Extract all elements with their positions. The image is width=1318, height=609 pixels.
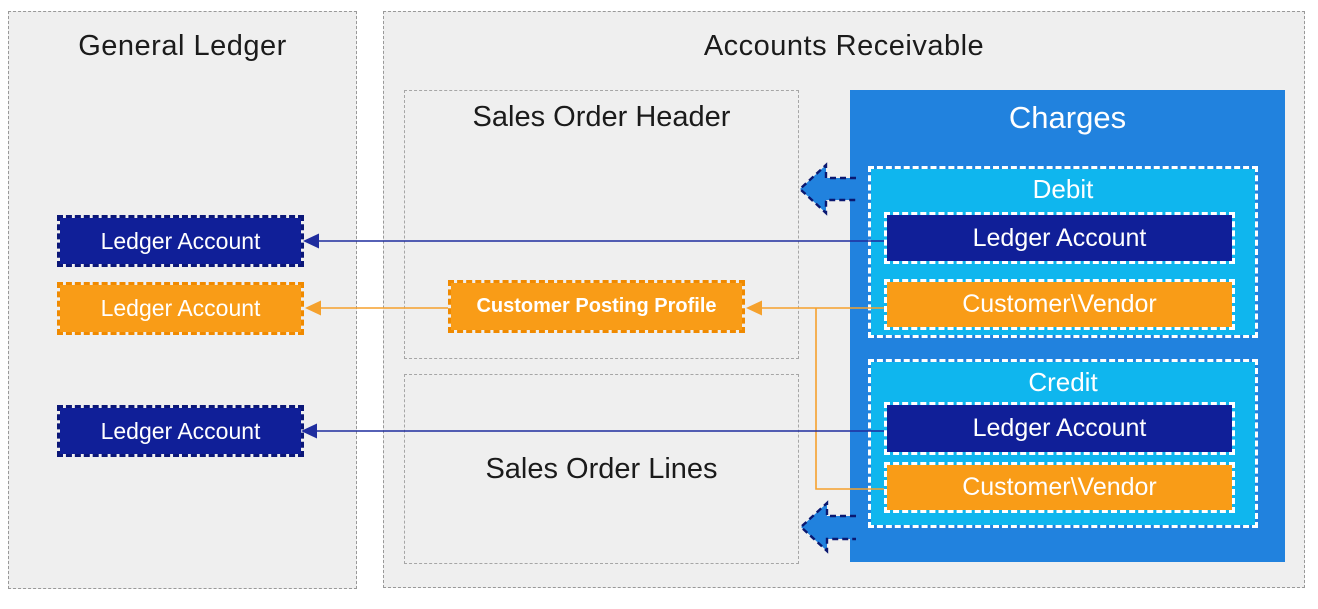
sales-order-header-title: Sales Order Header [472,101,731,133]
charges-title: Charges [1008,100,1127,135]
credit-title: Credit [1028,367,1098,397]
sales-order-lines-zone: Sales Order Lines [404,374,799,564]
credit-customer-vendor: Customer\Vendor [884,462,1235,513]
debit-customer-vendor: Customer\Vendor [884,279,1235,330]
gl-ledger-account-customer: Ledger Account [57,282,304,335]
accounts-receivable-title: Accounts Receivable [703,30,985,62]
customer-posting-profile-box: Customer Posting Profile [448,280,745,333]
debit-ledger-account: Ledger Account [884,212,1235,264]
general-ledger-title: General Ledger [78,30,287,62]
gl-ledger-account-credit: Ledger Account [57,405,304,457]
gl-ledger-account-debit: Ledger Account [57,215,304,267]
credit-ledger-account: Ledger Account [884,402,1235,455]
sales-order-header-zone: Sales Order Header [404,90,799,359]
debit-group: Debit Ledger Account Customer\Vendor [868,166,1258,338]
debit-title: Debit [1032,174,1094,204]
credit-group: Credit Ledger Account Customer\Vendor [868,359,1258,528]
sales-order-lines-title: Sales Order Lines [485,452,718,485]
charges-box: Charges Debit Ledger Account Customer\Ve… [850,90,1285,562]
